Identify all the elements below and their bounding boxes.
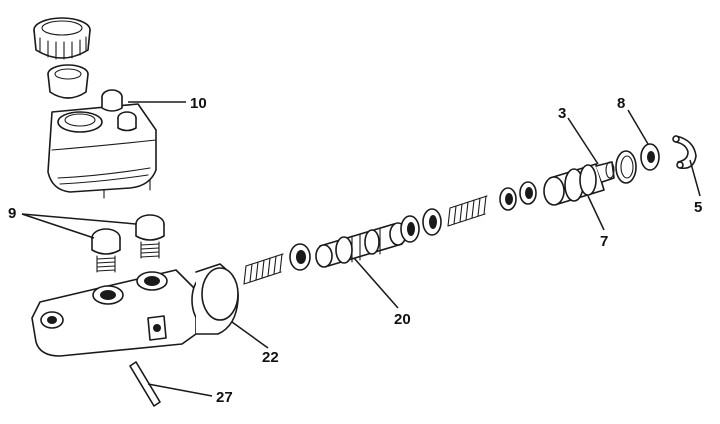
seal-ring-e <box>519 181 537 205</box>
master-cylinder-body <box>31 263 239 357</box>
banjo-bolt-right <box>135 214 165 259</box>
secondary-piston <box>315 222 407 268</box>
seal-ring-a <box>289 243 311 271</box>
callout-10: 10 <box>190 95 207 112</box>
retaining-ring <box>615 150 637 184</box>
reservoir-seal <box>47 64 89 99</box>
callout-22: 22 <box>262 349 279 366</box>
fluid-reservoir <box>47 89 157 199</box>
return-spring-rear <box>243 253 284 285</box>
washer <box>640 143 660 171</box>
callout-9: 9 <box>8 205 16 222</box>
roll-pin <box>129 361 161 407</box>
callout-7: 7 <box>600 233 608 250</box>
primary-piston <box>543 161 615 206</box>
banjo-bolt-left <box>91 228 121 273</box>
return-spring-front <box>447 195 488 227</box>
seal-ring-d <box>499 187 517 211</box>
callout-3: 3 <box>558 105 566 122</box>
callout-20: 20 <box>394 311 411 328</box>
reservoir-cap <box>33 17 91 60</box>
callout-8: 8 <box>617 95 625 112</box>
circlip <box>672 135 697 170</box>
seal-ring-b <box>400 215 420 243</box>
seal-ring-c <box>422 208 442 236</box>
callout-5: 5 <box>694 199 702 216</box>
callout-27: 27 <box>216 389 233 406</box>
leader-lines <box>21 101 701 397</box>
